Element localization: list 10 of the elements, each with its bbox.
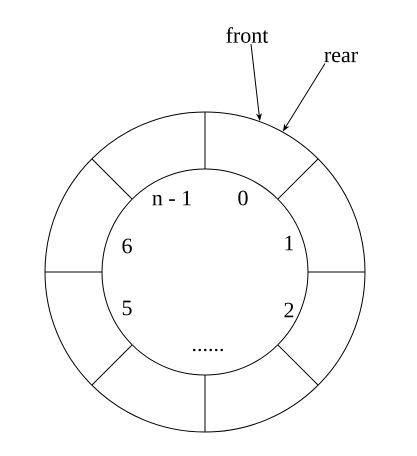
node-label: rear [324, 52, 358, 62]
slot-index: 1 [285, 236, 294, 250]
slot-index: n - 1 [152, 190, 191, 206]
slot-index: 6 [122, 238, 132, 254]
slot-index: 0 [238, 190, 248, 206]
slot-index: 2 [284, 302, 294, 318]
slot-index: ...... [192, 348, 224, 352]
ring [44, 112, 366, 432]
node-label: front [226, 27, 268, 43]
slot-index: 5 [122, 300, 132, 316]
